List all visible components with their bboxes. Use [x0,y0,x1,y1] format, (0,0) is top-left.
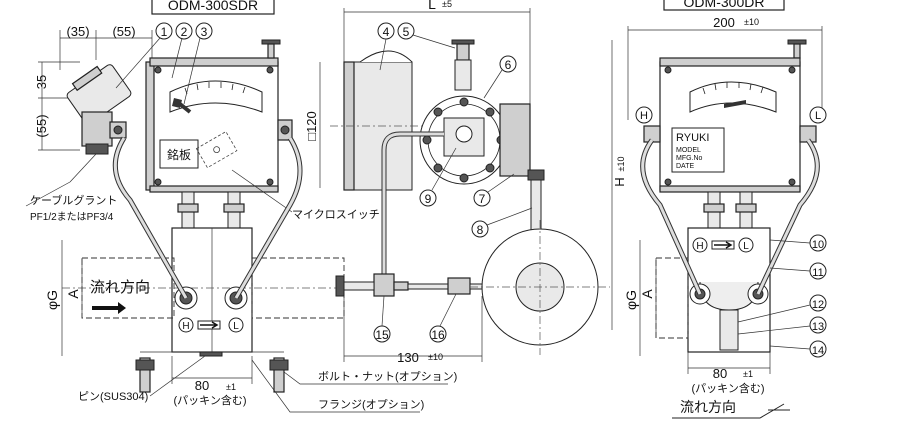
marker-h-side: H [640,110,648,122]
np-line1: MODEL [676,147,701,154]
callout-1: 1 [161,25,168,39]
callout-8: 8 [477,223,484,237]
callout-3: 3 [201,25,208,39]
cable-gland-spec: PF1/2またはPF3/4 [30,211,114,223]
dim-sq120: □120 [304,111,319,141]
left-view: (35) (55) 35 (55) [25,24,457,413]
packing-left: (パッキン含む) [174,393,247,407]
marker-h-right: H [696,241,703,252]
dim-a-right: A [639,289,655,299]
dim-35-top: (35) [66,24,89,39]
dim-80-left: 80 [195,378,209,393]
marker-l-left: L [233,321,239,332]
dim-80-right: 80 [713,366,727,381]
dim-h: H [612,177,627,186]
middle-view: L ±5 □120 [304,0,627,365]
nameplate-label: 銘板 [167,147,191,162]
dim-80-left-tol: ±1 [226,382,236,392]
callout-16: 16 [431,328,445,342]
callout-14: 14 [812,345,824,357]
callouts-middle: 4 5 6 7 8 9 15 16 [373,22,533,343]
dim-80-right-tol: ±1 [743,369,753,379]
title-right: ODM-300DR [663,0,785,11]
dim-130-tol: ±10 [428,352,443,362]
bolt-nut-label: ボルト・ナット(オプション) [318,370,457,383]
callouts-left: 1 2 3 [115,22,213,105]
title-left-text: ODM-300SDR [168,0,258,13]
dim-phi-g-left: φG [44,290,60,310]
dim-l-tol: ±5 [442,0,452,9]
callout-6: 6 [505,58,512,72]
dim-200: 200 [713,15,735,30]
np-line3: DATE [676,163,694,170]
dim-55-side: (55) [34,114,49,137]
np-brand: RYUKI [676,132,709,144]
callout-12: 12 [812,299,824,311]
dim-35-side: 35 [34,75,49,89]
callout-10: 10 [812,239,824,251]
callout-11: 11 [812,267,823,279]
flow-direction-left: 流れ方向 [90,279,150,296]
dim-200-tol: ±10 [744,17,759,27]
title-left: ODM-300SDR [151,0,275,15]
micro-switch-label: マイクロスイッチ [292,208,380,221]
marker-l-right: L [743,241,749,252]
dim-55-top: (55) [112,24,135,39]
dim-phi-g-right: φG [623,290,639,310]
callout-4: 4 [383,25,390,39]
dim-l: L [428,0,436,12]
flange-label: フランジ(オプション) [318,398,424,411]
right-view: 200 ±10 RYUKI MODEL MFG.No DATE H L [623,15,827,419]
callout-5: 5 [403,25,410,39]
callouts-right: 10 11 12 13 14 [737,234,827,358]
callout-9: 9 [425,192,432,206]
marker-l-side: L [815,110,821,122]
dim-a-left: A [65,289,81,299]
flow-direction-right: 流れ方向 [680,399,736,415]
callout-7: 7 [479,192,486,206]
title-right-text: ODM-300DR [684,0,765,10]
dim-h-tol: ±10 [616,157,626,172]
callout-13: 13 [812,321,824,333]
pin-label: ピン(SUS304) [78,390,148,403]
cable-gland-label: ケーブルグラント [30,193,117,207]
packing-right: (パッキン含む) [692,381,765,395]
np-line2: MFG.No [676,155,703,162]
callout-2: 2 [181,25,188,39]
callout-15: 15 [375,328,389,342]
marker-h-left: H [182,321,189,332]
dim-130: 130 [397,350,419,365]
